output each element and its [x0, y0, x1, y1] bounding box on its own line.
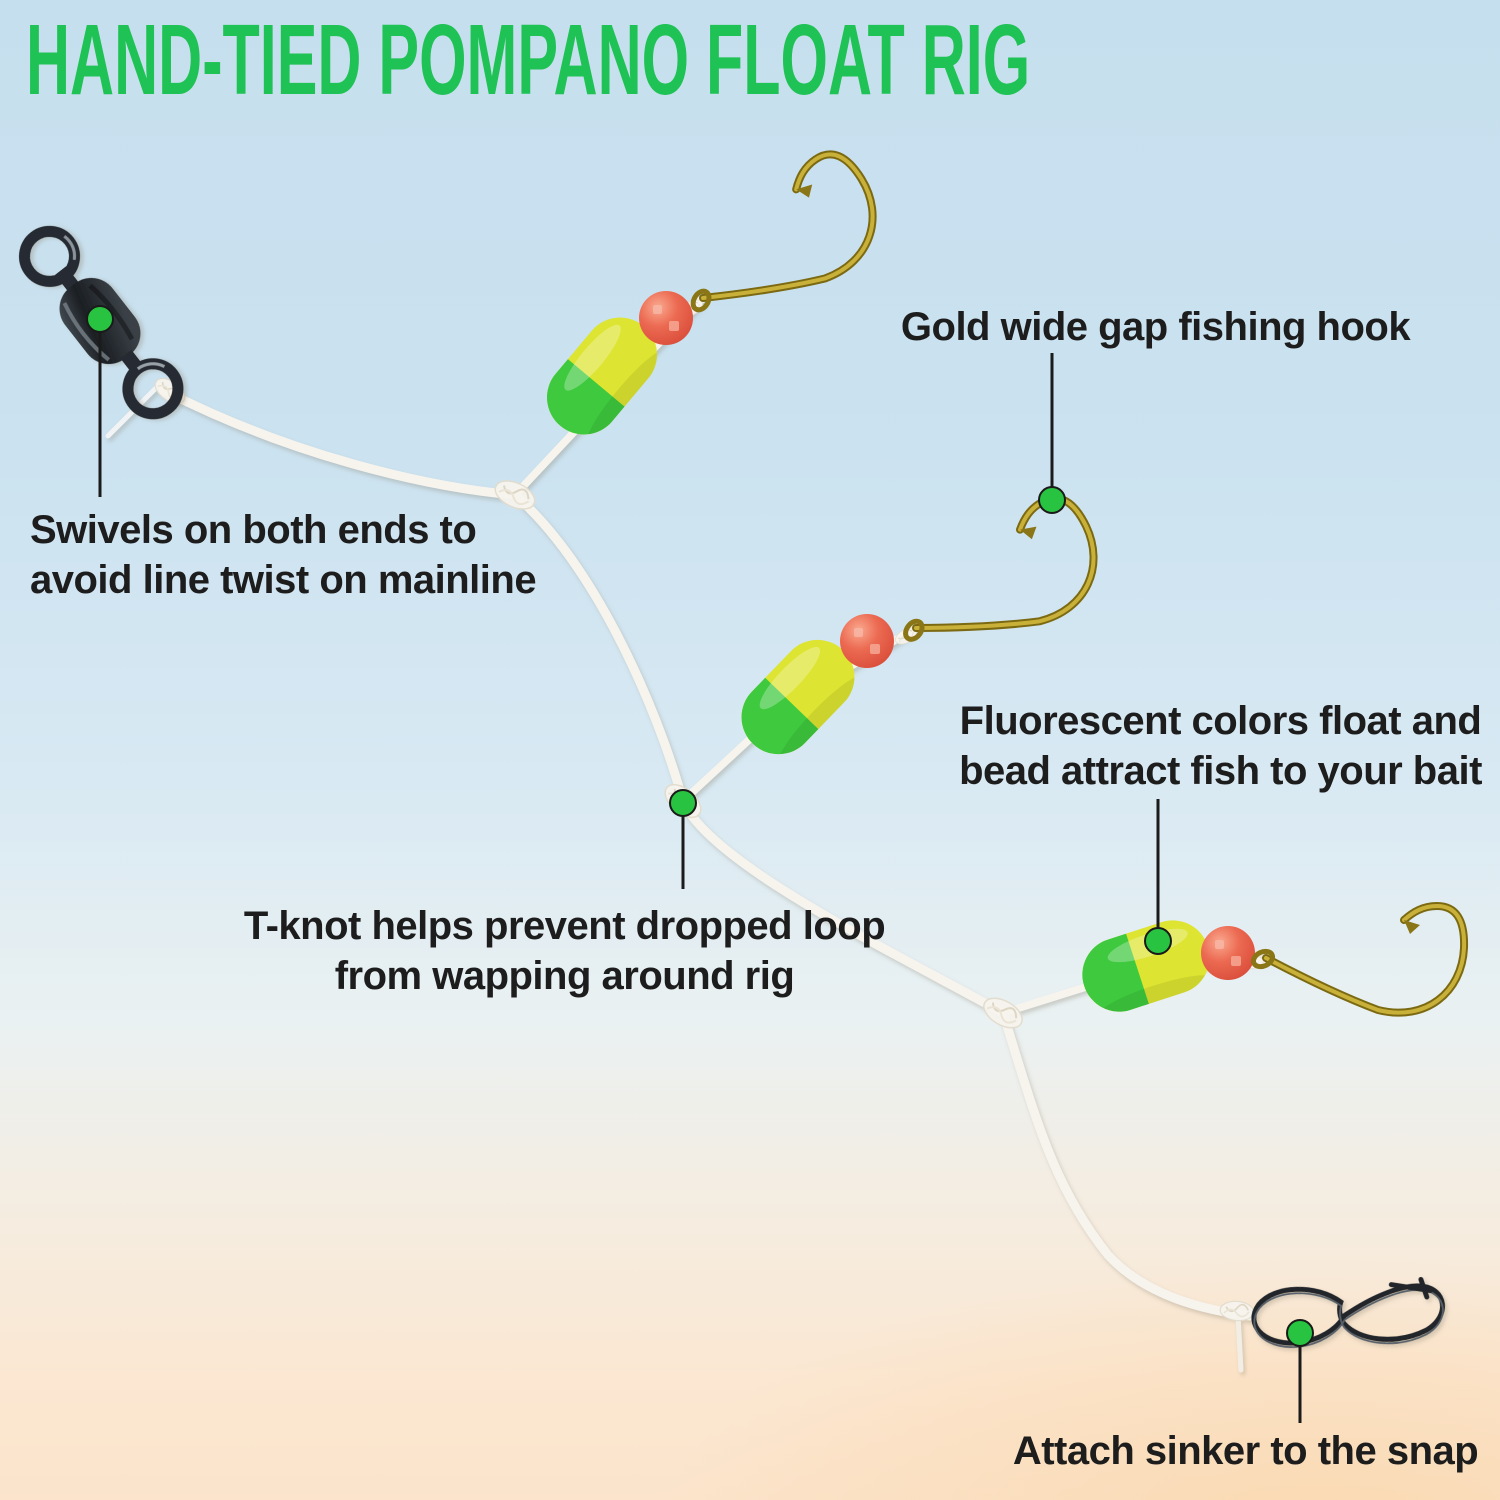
page-title: HAND-TIED POMPANO FLOAT RIG	[26, 4, 1031, 116]
callout-dot-hook	[1038, 486, 1066, 514]
float-icon-3	[1073, 911, 1222, 1029]
callout-dot-float	[1144, 927, 1172, 955]
hook-icon-1	[661, 144, 897, 352]
hook-callout-label: Gold wide gap fishing hook	[900, 305, 1411, 349]
snap-tag-line	[1235, 1313, 1244, 1373]
snap-callout-label: Attach sinker to the snap	[1012, 1429, 1479, 1473]
callout-dot-snap	[1286, 1319, 1314, 1347]
mono-line	[105, 296, 1270, 1373]
snap-knot-icon	[1218, 1299, 1256, 1323]
callout-dot-tknot	[669, 789, 697, 817]
bead-icon-1	[639, 291, 693, 345]
bead-icon-2	[840, 614, 894, 668]
tknot-callout-label: T-knot helps prevent dropped loop from w…	[243, 904, 886, 999]
swivel-callout-label: Swivels on both ends to avoid line twist…	[30, 508, 537, 603]
hook-icon-2	[878, 489, 1116, 683]
hook-icon-3	[1251, 906, 1464, 1013]
callout-dot-swivel	[86, 305, 114, 333]
snap-icon	[1251, 1277, 1446, 1348]
float-callout-label: Fluorescent colors float and bead attrac…	[959, 699, 1482, 794]
bead-icon-3	[1201, 926, 1255, 980]
